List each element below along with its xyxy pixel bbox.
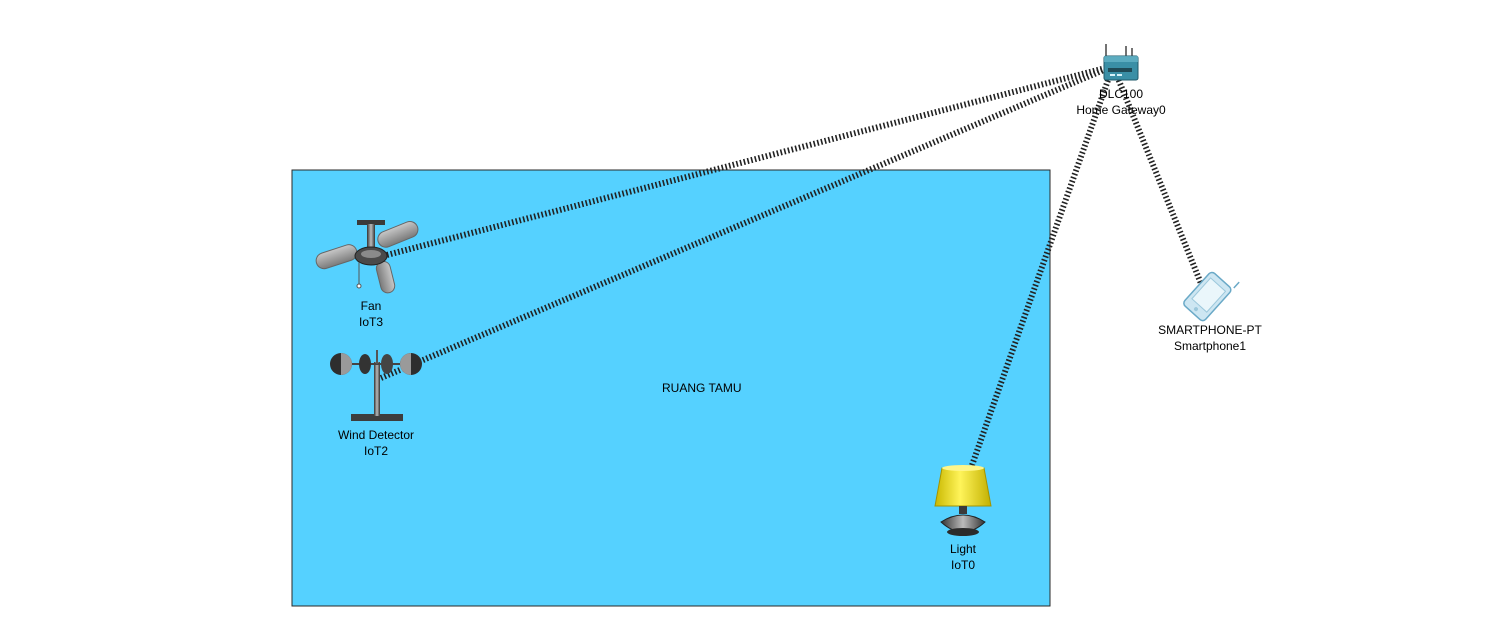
gateway-model: DLC100	[1098, 87, 1144, 101]
wireless-link-gateway-smartphone	[1110, 64, 1205, 288]
wind-detector-name: IoT2	[363, 444, 388, 458]
wind-detector-model: Wind Detector	[337, 428, 415, 442]
light-label[interactable]: Light IoT0	[950, 541, 976, 573]
smartphone-label[interactable]: SMARTPHONE-PT Smartphone1	[1158, 322, 1262, 354]
wind-detector-label[interactable]: Wind Detector IoT2	[338, 427, 414, 459]
room-label[interactable]: RUANG TAMU	[662, 381, 742, 395]
wireless-link-gateway-light	[968, 65, 1116, 469]
lamp-icon[interactable]	[934, 465, 992, 536]
fan-model: Fan	[360, 299, 382, 313]
home-gateway-icon[interactable]	[1103, 44, 1139, 81]
anemometer-icon[interactable]	[330, 350, 422, 421]
wireless-links	[379, 63, 1205, 469]
room-area[interactable]	[291, 169, 1051, 607]
smartphone-icon[interactable]	[1182, 263, 1240, 322]
wireless-link-gateway-fan	[382, 63, 1114, 259]
light-model: Light	[949, 542, 977, 556]
gateway-label[interactable]: DLC100 Home Gateway0	[1076, 86, 1165, 118]
fan-label[interactable]: Fan IoT3	[359, 298, 383, 330]
gateway-name: Home Gateway0	[1076, 103, 1166, 117]
fan-name: IoT3	[358, 315, 384, 329]
smartphone-name: Smartphone1	[1173, 339, 1247, 353]
smartphone-model: SMARTPHONE-PT	[1158, 323, 1262, 337]
ceiling-fan-icon[interactable]	[314, 219, 420, 294]
light-name: IoT0	[950, 558, 975, 572]
